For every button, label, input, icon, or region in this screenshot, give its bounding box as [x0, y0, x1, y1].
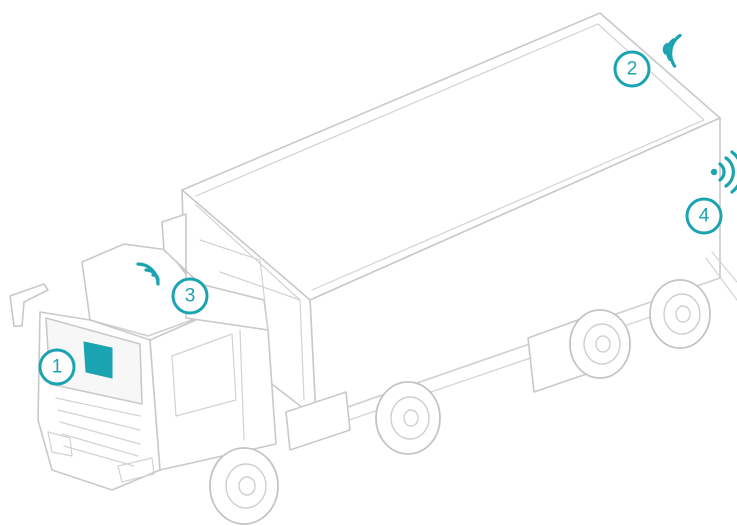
rear-wheel-2	[650, 280, 710, 348]
front-wheel	[210, 448, 278, 524]
marker-2-label: 2	[627, 59, 638, 80]
windshield-sensor-module	[84, 342, 112, 378]
rear-wheel-1	[570, 310, 630, 378]
marker-1: 1	[40, 350, 74, 384]
marker-4-label: 4	[699, 206, 710, 227]
cab-side	[150, 312, 276, 470]
truck-illustration	[10, 13, 737, 524]
drive-wheel	[376, 382, 440, 454]
wireless-signal-icon	[662, 35, 693, 66]
marker-3-label: 3	[185, 286, 196, 307]
signal-dot	[711, 169, 717, 175]
marker-3: 3	[173, 279, 207, 313]
marker-2: 2	[615, 52, 649, 86]
marker-1-label: 1	[52, 357, 63, 378]
marker-4: 4	[687, 199, 721, 233]
